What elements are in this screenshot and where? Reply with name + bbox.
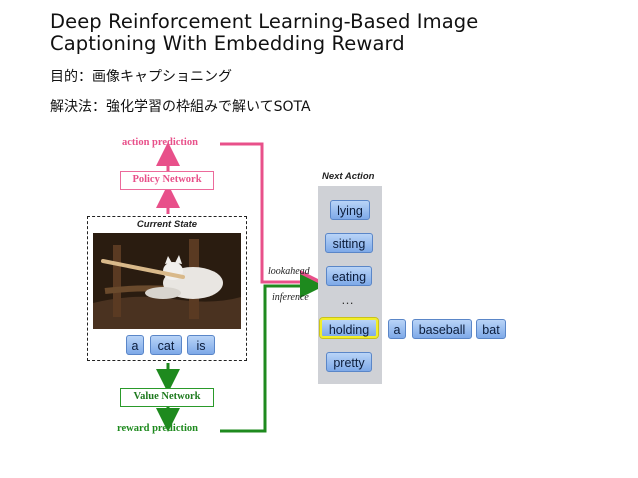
state-word-a: a [126, 335, 144, 355]
title-line-2: Captioning With Embedding Reward [50, 32, 405, 55]
pink-loop-line [220, 142, 324, 294]
green-loop-line [220, 274, 324, 433]
cat-bat-photo [93, 233, 241, 329]
candidate-ellipsis: … [341, 292, 354, 307]
candidate-pretty: pretty [326, 352, 372, 372]
next-action-title: Next Action [322, 171, 375, 182]
state-word-is: is [187, 335, 215, 355]
value-network-box: Value Network [120, 388, 214, 407]
reward-prediction-label: reward prediction [117, 423, 198, 434]
slide-title: Deep Reinforcement Learning-Based Image … [50, 11, 478, 55]
continuation-word-bat: bat [476, 319, 506, 339]
inference-label: inference [272, 292, 309, 303]
policy-network-box: Policy Network [120, 171, 214, 190]
current-state-box: Current State a cat is [87, 216, 247, 361]
continuation-word-a: a [388, 319, 406, 339]
bullet-objective: 目的：画像キャプショニング [50, 69, 232, 85]
current-state-title: Current State [136, 219, 198, 230]
candidate-sitting: sitting [325, 233, 373, 253]
candidate-eating: eating [326, 266, 372, 286]
lookahead-label: lookahead [268, 266, 310, 277]
bullet-solution: 解決法：強化学習の枠組みで解いてSOTA [50, 99, 311, 115]
candidate-holding: holding [320, 318, 378, 338]
state-word-cat: cat [150, 335, 182, 355]
cat-illustration [93, 233, 241, 329]
action-prediction-label: action prediction [122, 137, 198, 148]
continuation-word-baseball: baseball [412, 319, 472, 339]
title-line-1: Deep Reinforcement Learning-Based Image [50, 10, 479, 33]
candidate-lying: lying [330, 200, 370, 220]
